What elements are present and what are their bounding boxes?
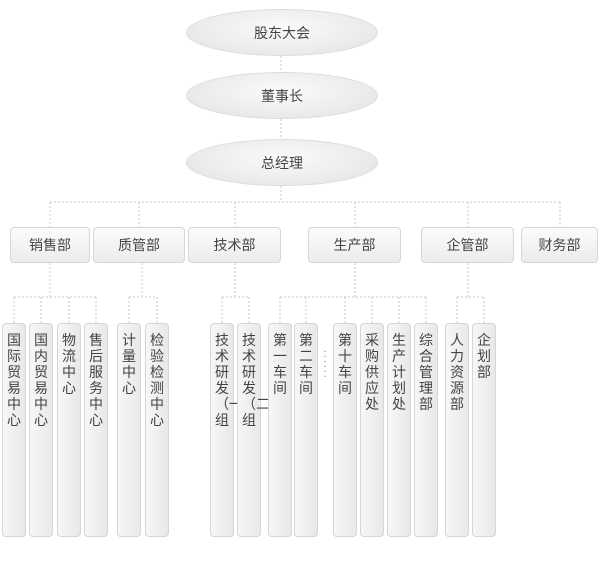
unit-after-sales: 售后服务中心 xyxy=(84,323,108,537)
board-label: 董事长 xyxy=(261,88,303,105)
dept-quality: 质管部 xyxy=(93,227,185,263)
dept-management: 企管部 xyxy=(421,227,514,263)
unit-logistics: 物流中心 xyxy=(57,323,81,537)
shareholders-node: 股东大会 xyxy=(186,9,378,56)
unit-production-planning: 生产计划处 xyxy=(387,323,411,537)
unit-rd-group-2: 技术研发（二）组 xyxy=(237,323,284,537)
dept-label: 生产部 xyxy=(333,238,376,254)
unit-metrology: 计量中心 xyxy=(117,323,141,537)
unit-workshop-10: 第十车间 xyxy=(333,323,357,537)
gm-label: 总经理 xyxy=(261,155,303,172)
dept-label: 质管部 xyxy=(118,238,160,254)
dept-tech: 技术部 xyxy=(188,227,281,263)
unit-rd-group-1: 技术研发（一）组 xyxy=(210,323,257,537)
unit-inspection: 检验检测中心 xyxy=(145,323,169,537)
dept-sales: 销售部 xyxy=(10,227,90,263)
dept-label: 财务部 xyxy=(538,238,581,254)
unit-domestic-trade: 国内贸易中心 xyxy=(29,323,53,537)
board-node: 董事长 xyxy=(186,72,378,119)
ellipsis-marker: ······ xyxy=(323,347,327,383)
unit-workshop-1: 第一车间 xyxy=(268,323,292,537)
gm-node: 总经理 xyxy=(186,139,378,186)
dept-finance: 财务部 xyxy=(521,227,598,263)
unit-international-trade: 国际贸易中心 xyxy=(2,323,26,537)
unit-general-management: 综合管理部 xyxy=(414,323,438,537)
dept-label: 销售部 xyxy=(29,238,71,254)
unit-planning: 企划部 xyxy=(472,323,496,537)
unit-procurement: 采购供应处 xyxy=(360,323,384,537)
shareholders-label: 股东大会 xyxy=(254,25,310,42)
unit-workshop-2: 第二车间 xyxy=(294,323,318,537)
dept-label: 企管部 xyxy=(446,238,489,254)
dept-production: 生产部 xyxy=(308,227,401,263)
unit-human-resources: 人力资源部 xyxy=(445,323,469,537)
dept-label: 技术部 xyxy=(213,238,256,254)
